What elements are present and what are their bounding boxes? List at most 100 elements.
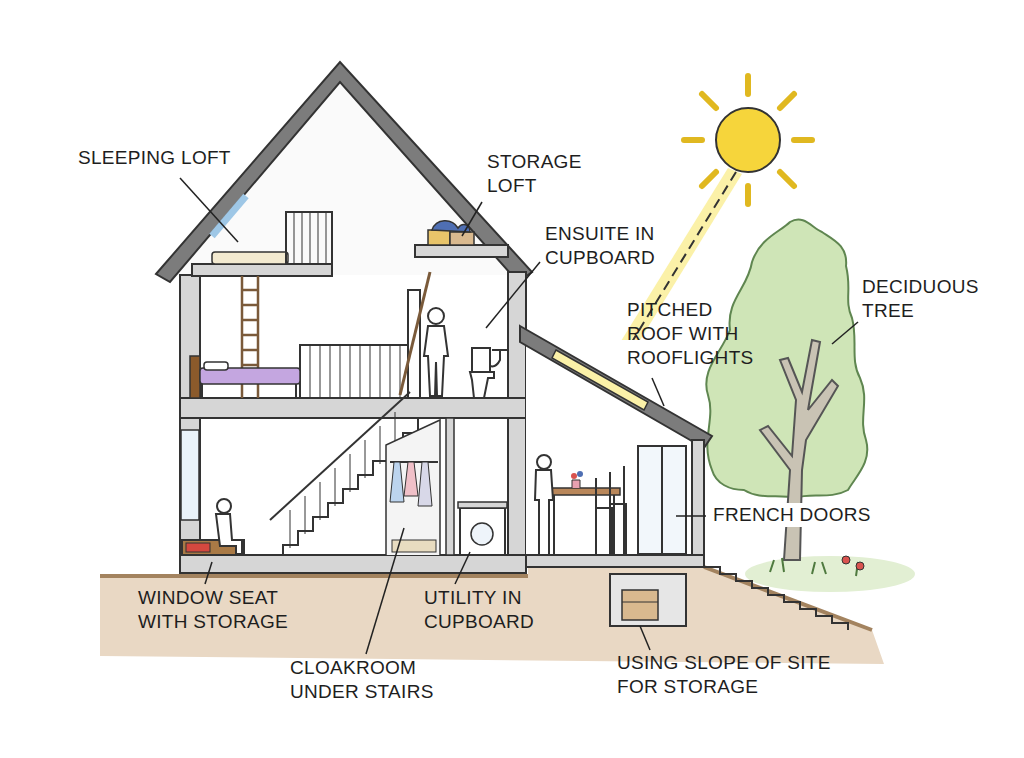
leader-lines-part: [205, 562, 212, 584]
ground-floor-part: [217, 499, 231, 513]
leader-lines-part: [652, 378, 664, 406]
house-walls: [156, 62, 532, 573]
first-floor-part: [408, 290, 420, 398]
house-walls-part: [446, 418, 454, 555]
sleeping-loft-part: [294, 212, 326, 264]
first-floor-part: [472, 348, 490, 372]
ground-floor-part: [290, 412, 395, 548]
sleeping-loft-part: [192, 264, 332, 276]
lean-to-dining-part: [526, 555, 704, 567]
lean-to-dining-part: [661, 446, 663, 554]
house-walls-part: [180, 555, 526, 573]
sun-part-part: [684, 137, 702, 143]
leader-lines-part: [640, 626, 650, 650]
leader-lines-part: [366, 528, 404, 654]
sun-part-part: [780, 94, 794, 108]
callout-label: ENSUITE IN CUPBOARD: [545, 222, 670, 270]
first-floor-part: [424, 326, 448, 396]
sun-part-part: [702, 94, 716, 108]
ground-part: [745, 556, 915, 592]
callout-label: CLOAKROOM UNDER STAIRS: [290, 656, 450, 704]
first-floor-part: [428, 308, 444, 324]
ground-floor-part: [404, 462, 418, 496]
lean-to-dining-part: [535, 470, 553, 555]
house-walls-part: [180, 275, 200, 573]
sun-part-part: [745, 186, 751, 204]
lean-to-dining-part: [526, 340, 694, 555]
house-walls-part: [212, 196, 246, 236]
callout-label: WINDOW SEAT WITH STORAGE: [138, 586, 308, 634]
storage-loft-part: [428, 230, 450, 245]
sun-part-part: [794, 137, 812, 143]
slope-storage-part: [622, 590, 658, 620]
leader-lines-part: [455, 552, 470, 584]
first-floor-part: [204, 362, 228, 370]
deciduous-tree-part: [842, 556, 850, 564]
first-floor-part: [190, 356, 200, 398]
lean-to-dining-part: [537, 455, 551, 469]
lean-to-dining-part: [577, 471, 583, 477]
sleeping-loft: [192, 212, 332, 398]
lean-to-dining-part: [571, 473, 577, 479]
ground-floor-part: [386, 420, 440, 555]
first-floor-part: [202, 384, 296, 398]
ground-floor-part: [390, 462, 404, 502]
lean-to-dining-part: [520, 326, 712, 448]
leader-lines: [180, 178, 858, 654]
callout-label: USING SLOPE OF SITE FOR STORAGE: [617, 651, 832, 699]
storage-loft-part: [415, 245, 508, 257]
ground-floor-part: [216, 514, 242, 554]
slope-storage: [610, 567, 848, 630]
slope-storage-part: [610, 574, 686, 626]
house-walls-part: [175, 84, 512, 275]
first-floor-part: [470, 372, 494, 398]
ground-floor: [182, 392, 507, 555]
storage-loft: [415, 221, 508, 257]
first-floor-part: [310, 345, 400, 398]
ground-floor-part: [186, 543, 210, 552]
sun-part: [684, 76, 812, 204]
slope-storage-part: [622, 602, 658, 603]
leader-lines-part: [180, 178, 238, 242]
callout-label: STORAGE LOFT: [487, 150, 597, 198]
leader-lines-part: [462, 202, 482, 236]
slope-storage-part: [704, 567, 848, 630]
house-walls-part: [156, 62, 532, 282]
first-floor-part: [300, 345, 410, 398]
house-walls-part: [181, 430, 199, 520]
first-floor-part: [490, 350, 508, 366]
first-floor-part: [400, 272, 430, 395]
house-walls-part: [508, 272, 526, 573]
callout-label: FRENCH DOORS: [710, 503, 874, 527]
callout-label: SLEEPING LOFT: [78, 146, 278, 170]
sleeping-loft-part: [212, 252, 288, 264]
callout-label: PITCHED ROOF WITH ROOFLIGHTS: [627, 298, 762, 370]
lean-to-dining-part: [692, 440, 704, 557]
callout-label: UTILITY IN CUPBOARD: [424, 586, 554, 634]
lean-to-dining-part: [572, 480, 580, 488]
storage-loft-part: [432, 221, 470, 232]
sun-part-part: [745, 76, 751, 94]
sun-part: [716, 108, 780, 172]
first-floor: [190, 272, 508, 398]
leader-lines-part: [676, 515, 706, 517]
lean-to-dining-part: [554, 495, 614, 555]
house-walls-part: [180, 398, 526, 418]
sleeping-loft-part: [286, 212, 332, 264]
ground-floor-part: [471, 523, 493, 545]
leader-lines-part: [832, 322, 858, 344]
ground-floor-part: [460, 508, 505, 555]
ground-floor-part: [458, 502, 507, 508]
lean-to-dining-part: [638, 446, 686, 554]
storage-loft-part: [450, 232, 474, 245]
ground: [100, 556, 915, 664]
deciduous-tree-part: [856, 562, 864, 570]
callout-label: DECIDUOUS TREE: [862, 275, 987, 323]
ground-floor-part: [418, 462, 432, 506]
leader-lines-part: [486, 262, 540, 328]
sun-part-part: [702, 172, 716, 186]
sun-part-part: [780, 172, 794, 186]
lean-to-dining-part: [596, 466, 626, 555]
